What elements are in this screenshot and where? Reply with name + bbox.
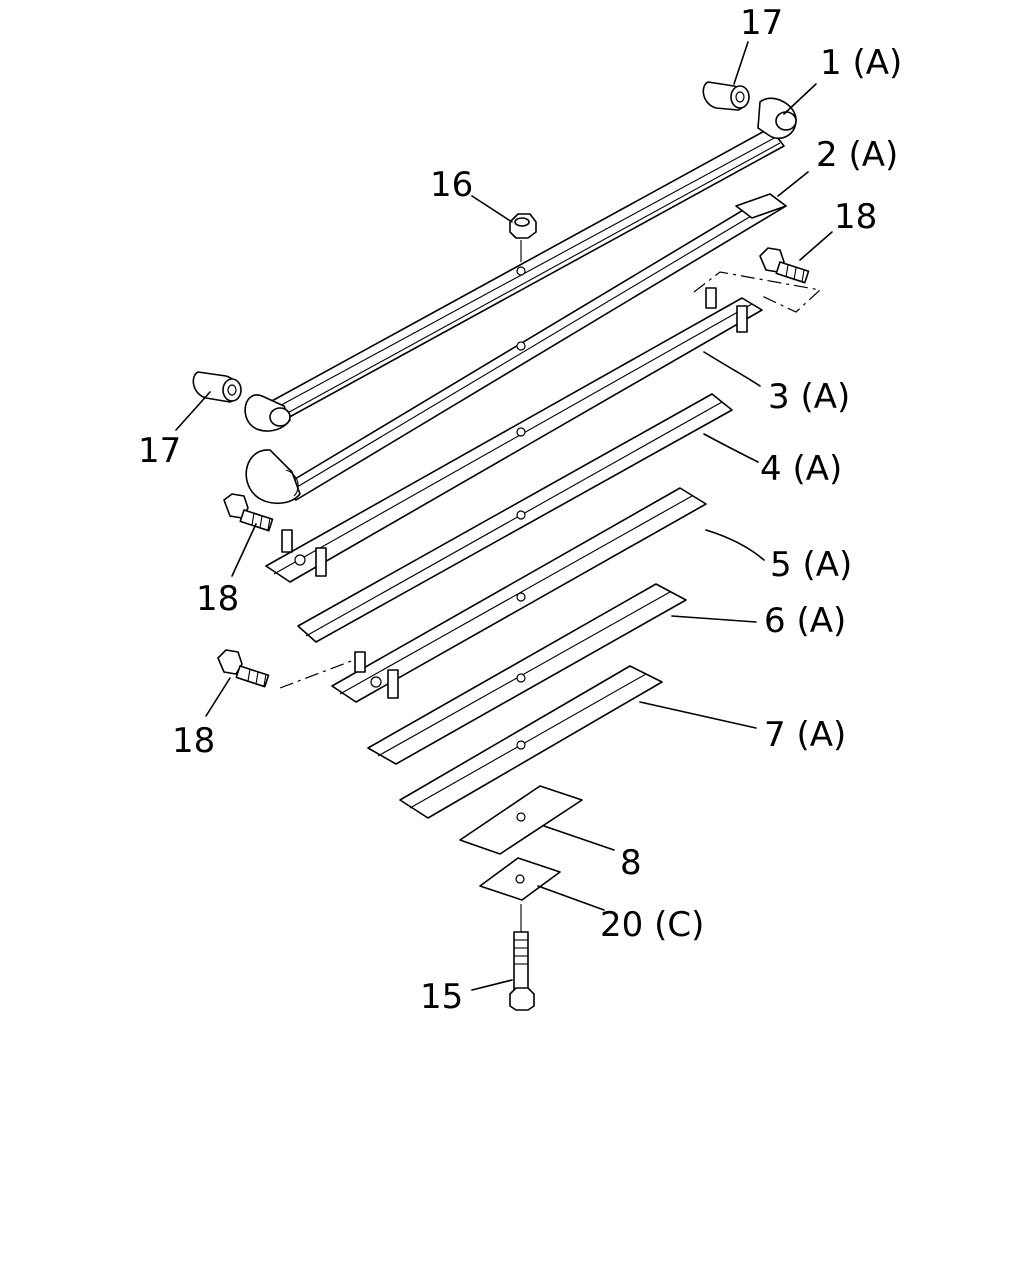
- callout-7: 7 (A): [764, 715, 846, 755]
- part-15-center-bolt: [509, 904, 535, 1011]
- callout-5: 5 (A): [770, 545, 852, 585]
- callout-18-right: 18: [834, 197, 877, 237]
- leaf-3: [265, 287, 763, 583]
- callout-18-low: 18: [172, 721, 215, 761]
- leaf-1-main-leaf: [244, 97, 797, 432]
- callout-16: 16: [430, 165, 473, 205]
- part-20-pad: [479, 857, 561, 901]
- callout-15: 15: [420, 977, 463, 1017]
- leaf-5: [331, 487, 707, 703]
- assembly-centerlines: [279, 271, 822, 689]
- leaf-4: [297, 393, 733, 643]
- callout-6: 6 (A): [764, 601, 846, 641]
- callout-labels: 17 1 (A) 2 (A) 16 18 17 3 (A) 4 (A) 18 5…: [138, 3, 902, 1017]
- callout-20: 20 (C): [600, 905, 704, 945]
- leaf-6: [367, 583, 687, 765]
- part-18-bolt-right: [759, 247, 810, 284]
- callout-18-mid: 18: [196, 579, 239, 619]
- callout-17-top: 17: [740, 3, 783, 43]
- part-17-bushing-left: [192, 371, 242, 403]
- callout-1: 1 (A): [820, 43, 902, 83]
- leader-lines: [175, 41, 833, 991]
- part-18-bolt-mid: [223, 493, 274, 532]
- callout-4: 4 (A): [760, 449, 842, 489]
- part-16-nut: [509, 213, 537, 262]
- part-8-pad: [459, 785, 583, 855]
- part-17-bushing-top: [702, 81, 750, 111]
- callout-8: 8: [620, 843, 642, 883]
- leaf-2: [245, 193, 787, 505]
- callout-17-left: 17: [138, 431, 181, 471]
- callout-2: 2 (A): [816, 135, 898, 175]
- callout-3: 3 (A): [768, 377, 850, 417]
- part-18-bolt-low: [217, 649, 270, 688]
- leaf-7: [399, 665, 663, 819]
